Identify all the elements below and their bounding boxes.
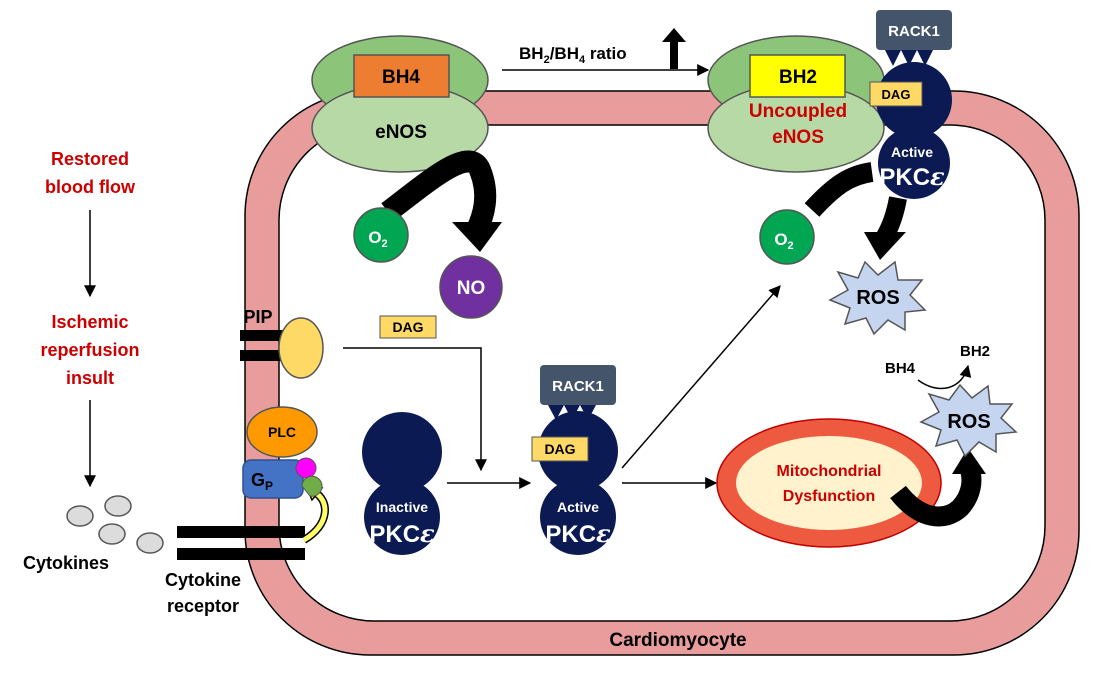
ros-bottom-label: ROS (947, 411, 990, 433)
o2-right (759, 209, 815, 265)
mito-line1: Mitochondrial (777, 463, 882, 480)
cytokine-particle (104, 495, 132, 517)
cell-membrane (245, 91, 1079, 655)
cytokine-particle (98, 523, 126, 545)
pip-molecule (278, 317, 324, 379)
cell-membrane-outline-outer (244, 90, 1080, 656)
inactive-pkc-name: PKCε (369, 519, 435, 548)
no-label: NO (457, 278, 486, 299)
bh2-cofactor (749, 54, 846, 98)
top-pkc-state: Active (891, 144, 933, 160)
bh4-small-label: BH4 (885, 360, 916, 377)
mito-to-ros-arrowhead (952, 448, 986, 474)
top-rack1-spikes (885, 50, 933, 66)
dag-free (379, 315, 437, 339)
restored-blood-flow-line1: Restored (51, 149, 129, 169)
mitochondrion-inner (736, 436, 922, 530)
bh4-cofactor (353, 54, 450, 98)
active-dag-label: DAG (544, 441, 575, 457)
ischemic-line2: reperfusion (40, 340, 139, 360)
dag-free-label: DAG (392, 319, 423, 335)
active-rack1-label: RACK1 (552, 378, 604, 395)
ratio-label: BH2/BH4 ratio (519, 44, 627, 66)
o2-left-label: O2 (368, 228, 387, 250)
bh2-small-label: BH2 (960, 343, 990, 360)
active-dag (531, 436, 589, 462)
pip-bar-top (240, 330, 302, 341)
o2-right-label: O2 (774, 230, 793, 252)
top-pkc-name: PKCε (879, 162, 945, 191)
bh2-label: BH2 (779, 67, 817, 88)
o2-left (353, 207, 409, 263)
cytokine-particle (136, 532, 164, 554)
top-rack1-label: RACK1 (888, 23, 940, 40)
enos-left-label: eNOS (375, 122, 427, 143)
top-dag-label: DAG (882, 87, 911, 102)
active-pkc-name: PKCε (545, 519, 611, 548)
cell-label: Cardiomyocyte (609, 630, 746, 651)
gp-subunit-green (301, 475, 323, 497)
inactive-pkc-upper (362, 412, 442, 492)
cytokine-receptor-line1: Cytokine (165, 570, 241, 590)
ros-bottom (919, 383, 1018, 458)
pip-label: PIP (243, 307, 272, 327)
mito-line2: Dysfunction (783, 488, 875, 505)
bh4-to-bh2-arrow (917, 364, 972, 390)
enos-to-no-arrowhead (452, 222, 502, 252)
receptor-to-gp-arrow-fill (302, 489, 328, 543)
top-pkc-lower (878, 127, 950, 199)
pip-bar-bottom (240, 350, 302, 361)
ischemic-line3: insult (66, 368, 114, 388)
uncoupled-enos-line1: Uncoupled (749, 101, 847, 122)
cytokine-particle (66, 505, 94, 527)
cytokines-label: Cytokines (23, 553, 109, 573)
cell-membrane-outline-inner (278, 124, 1046, 622)
pkc-to-ros-arrowhead (864, 232, 906, 260)
gp-subunit-magenta (295, 457, 317, 479)
active-pkc-lower (540, 479, 616, 555)
o2-to-enos-arrow (804, 162, 874, 217)
active-rack1 (540, 365, 616, 405)
top-rack1 (876, 10, 952, 50)
active-pkc-state: Active (557, 499, 599, 515)
inactive-pkc-lower (364, 479, 440, 555)
gp-protein (242, 459, 304, 499)
gp-label: GP (251, 470, 273, 493)
top-dag (869, 81, 923, 107)
ischemic-line1: Ischemic (51, 312, 128, 332)
cytokine-receptor-line2: receptor (167, 596, 239, 616)
ratio-increase-arrow (662, 28, 686, 69)
enos-to-no-arrow (381, 150, 497, 237)
plc-enzyme (246, 406, 318, 458)
bh4-label: BH4 (382, 67, 420, 88)
restored-blood-flow-line2: blood flow (45, 177, 136, 197)
no-molecule (439, 255, 503, 319)
pip-to-dag-arrow (343, 347, 487, 472)
uncoupled-enos-line2: eNOS (772, 127, 824, 148)
active-pkc-to-enos-arrow (621, 285, 781, 469)
ros-top (828, 260, 927, 336)
cytokine-receptor-bar-top (177, 526, 305, 538)
mito-to-ros-arrow (890, 467, 982, 527)
plc-label: PLC (268, 424, 296, 440)
cytokine-receptor-bar-bottom (177, 548, 305, 560)
ros-top-label: ROS (856, 287, 899, 309)
inactive-pkc-state: Inactive (376, 499, 428, 515)
